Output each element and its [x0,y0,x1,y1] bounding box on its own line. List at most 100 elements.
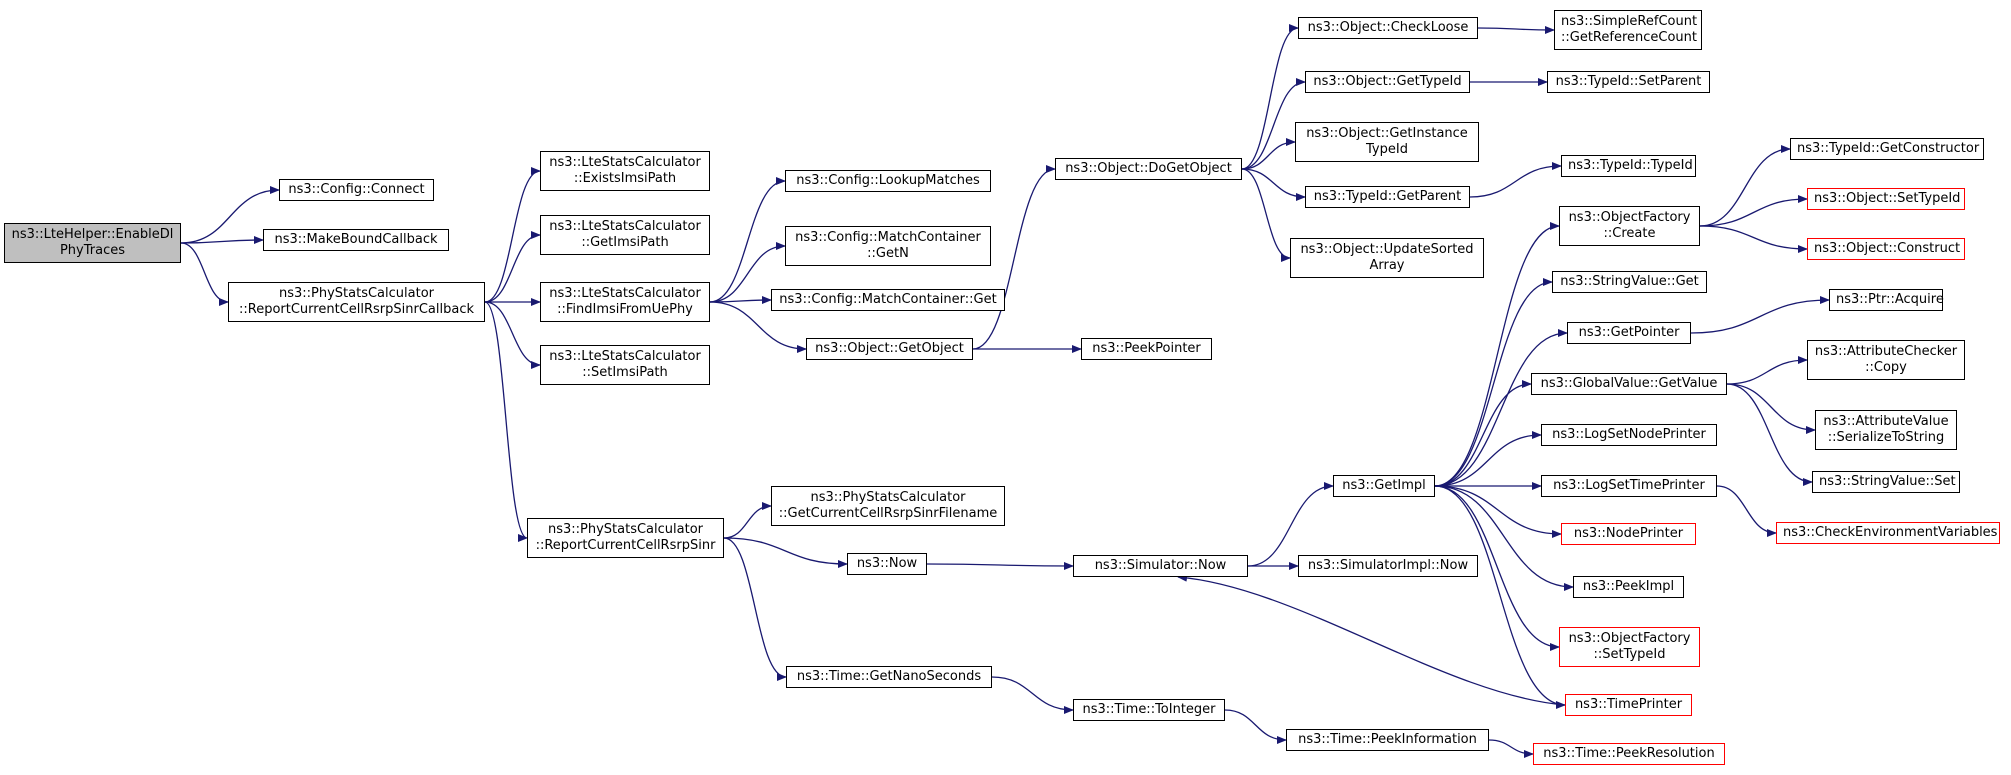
graph-node[interactable]: ns3::StringValue::Get [1552,271,1707,293]
graph-node[interactable]: ns3::Now [847,553,927,575]
graph-node[interactable]: ns3::Object::GetTypeId [1305,71,1470,93]
graph-node-label: ns3::Time::GetNanoSeconds [796,669,982,684]
graph-node[interactable]: ns3::ObjectFactory::SetTypeId [1559,627,1700,667]
graph-node[interactable]: ns3::TimePrinter [1565,694,1692,716]
graph-node[interactable]: ns3::LteStatsCalculator::GetImsiPath [540,215,710,255]
graph-node[interactable]: ns3::Object::CheckLoose [1298,17,1478,39]
graph-node-label: ns3::GetImpl [1342,478,1426,493]
graph-edge [1699,195,1808,227]
graph-node[interactable]: ns3::Time::GetNanoSeconds [786,666,992,688]
graph-edge [484,231,541,303]
graph-node[interactable]: ns3::GetImpl [1333,475,1435,497]
graph-node[interactable]: ns3::LogSetNodePrinter [1541,424,1717,446]
graph-edge [1434,329,1568,487]
graph-node-label: ::ExistsImsiPath [573,171,677,186]
graph-node[interactable]: ns3::StringValue::Set [1812,471,1960,493]
graph-node[interactable]: ns3::Time::PeekResolution [1533,743,1725,765]
graph-node-label: ns3::Time::PeekResolution [1543,746,1715,761]
graph-node-label: ns3::CheckEnvironmentVariables [1783,525,1998,540]
graph-node[interactable]: ns3::NodePrinter [1561,523,1696,545]
graph-node[interactable]: ns3::GlobalValue::GetValue [1531,373,1727,395]
graph-node[interactable]: ns3::PhyStatsCalculator::ReportCurrentCe… [527,518,724,558]
graph-node-label: ns3::Object::GetTypeId [1313,74,1462,89]
graph-node-label: ::GetN [867,246,909,261]
graph-node-label: ns3::ObjectFactory [1568,210,1691,225]
graph-node-label: ns3::GlobalValue::GetValue [1540,376,1718,391]
graph-node-label: ns3::LteHelper::EnableDl [11,227,174,242]
graph-node[interactable]: ns3::TypeId::GetConstructor [1790,138,1984,160]
graph-node[interactable]: ns3::ObjectFactory::Create [1559,206,1700,246]
graph-edge [1434,431,1542,487]
graph-node[interactable]: ns3::Config::MatchContainer::GetN [785,226,991,266]
graph-node-label: ::SetImsiPath [582,365,668,380]
graph-edge [1699,225,1808,253]
graph-node[interactable]: ns3::Simulator::Now [1073,555,1248,577]
graph-node[interactable]: ns3::GetPointer [1567,322,1691,344]
graph-node[interactable]: ns3::LteStatsCalculator::ExistsImsiPath [540,151,710,191]
graph-node[interactable]: ns3::AttributeValue::SerializeToString [1815,410,1957,450]
graph-edge [1241,168,1306,201]
graph-edge [180,242,229,306]
graph-node[interactable]: ns3::TypeId::SetParent [1547,71,1710,93]
graph-edge [1434,485,1562,538]
graph-node-label: ns3::SimpleRefCount [1561,14,1698,29]
graph-node-label: ns3::Ptr::Acquire [1836,292,1944,307]
graph-node-label: ns3::LogSetTimePrinter [1553,478,1705,493]
graph-node-label: ns3::PeekImpl [1582,579,1675,594]
graph-node-label: ns3::LogSetNodePrinter [1552,427,1706,442]
graph-node[interactable]: ns3::CheckEnvironmentVariables [1776,522,2000,544]
graph-node[interactable]: ns3::LteStatsCalculator::SetImsiPath [540,345,710,385]
graph-node-label: PhyTraces [59,243,126,258]
graph-node-label: ::GetImsiPath [581,235,669,250]
graph-node-label: ns3::TypeId::SetParent [1555,74,1702,89]
graph-node-label: ns3::Object::SetTypeId [1814,191,1961,206]
graph-node[interactable]: ns3::LogSetTimePrinter [1541,475,1717,497]
graph-node[interactable]: ns3::Object::GetObject [806,338,973,360]
graph-node[interactable]: ns3::Object::DoGetObject [1055,158,1242,180]
graph-node-label: ns3::LteStatsCalculator [549,155,701,170]
graph-node-label: ::GetCurrentCellRsrpSinrFilename [778,506,998,521]
graph-node[interactable]: ns3::Object::SetTypeId [1807,188,1965,210]
graph-edge [709,177,786,303]
graph-edge [1477,25,1555,34]
graph-edge [1241,24,1299,170]
graph-node-label: ::FindImsiFromUePhy [557,302,693,317]
graph-node[interactable]: ns3::SimpleRefCount::GetReferenceCount [1554,10,1702,50]
graph-edge [709,242,786,303]
graph-node[interactable]: ns3::PeekImpl [1573,576,1684,598]
graph-node-label: ::SerializeToString [1827,430,1945,445]
graph-node[interactable]: ns3::LteStatsCalculator::FindImsiFromUeP… [540,282,710,322]
graph-edge [723,537,848,568]
graph-node[interactable]: ns3::Time::ToInteger [1073,699,1225,721]
graph-node[interactable]: ns3::Config::MatchContainer::Get [771,289,1005,311]
graph-edge [723,502,772,539]
graph-node[interactable]: ns3::Config::LookupMatches [785,170,991,192]
graph-node-label: ns3::GetPointer [1578,325,1680,340]
graph-node[interactable]: ns3::Object::Construct [1807,238,1965,260]
graph-edge [972,165,1056,350]
graph-node[interactable]: ns3::PhyStatsCalculator::GetCurrentCellR… [771,486,1005,526]
graph-edge [1690,296,1830,334]
graph-node[interactable]: ns3::SimulatorImpl::Now [1298,555,1478,577]
graph-node[interactable]: ns3::Ptr::Acquire [1829,289,1944,311]
graph-node[interactable]: ns3::MakeBoundCallback [263,229,449,251]
graph-node[interactable]: ns3::TypeId::TypeId [1561,155,1696,177]
graph-node-label: ns3::StringValue::Get [1560,274,1699,289]
graph-node-label: ns3::TypeId::GetConstructor [1797,141,1980,156]
graph-node-label: ns3::LteStatsCalculator [549,349,701,364]
graph-node[interactable]: ns3::TypeId::GetParent [1305,186,1470,208]
graph-node[interactable]: ns3::Time::PeekInformation [1286,729,1489,751]
graph-node-label: ns3::Now [856,556,918,571]
graph-node[interactable]: ns3::PhyStatsCalculator::ReportCurrentCe… [228,282,485,322]
graph-node[interactable]: ns3::PeekPointer [1081,338,1212,360]
graph-node[interactable]: ns3::Config::Connect [279,179,434,201]
graph-node-label: ns3::Object::Construct [1814,241,1961,256]
graph-node-label: ::Create [1603,226,1656,241]
graph-edge [1726,383,1813,486]
graph-node[interactable]: ns3::AttributeChecker::Copy [1807,340,1965,380]
graph-node-label: ns3::LteStatsCalculator [549,219,701,234]
